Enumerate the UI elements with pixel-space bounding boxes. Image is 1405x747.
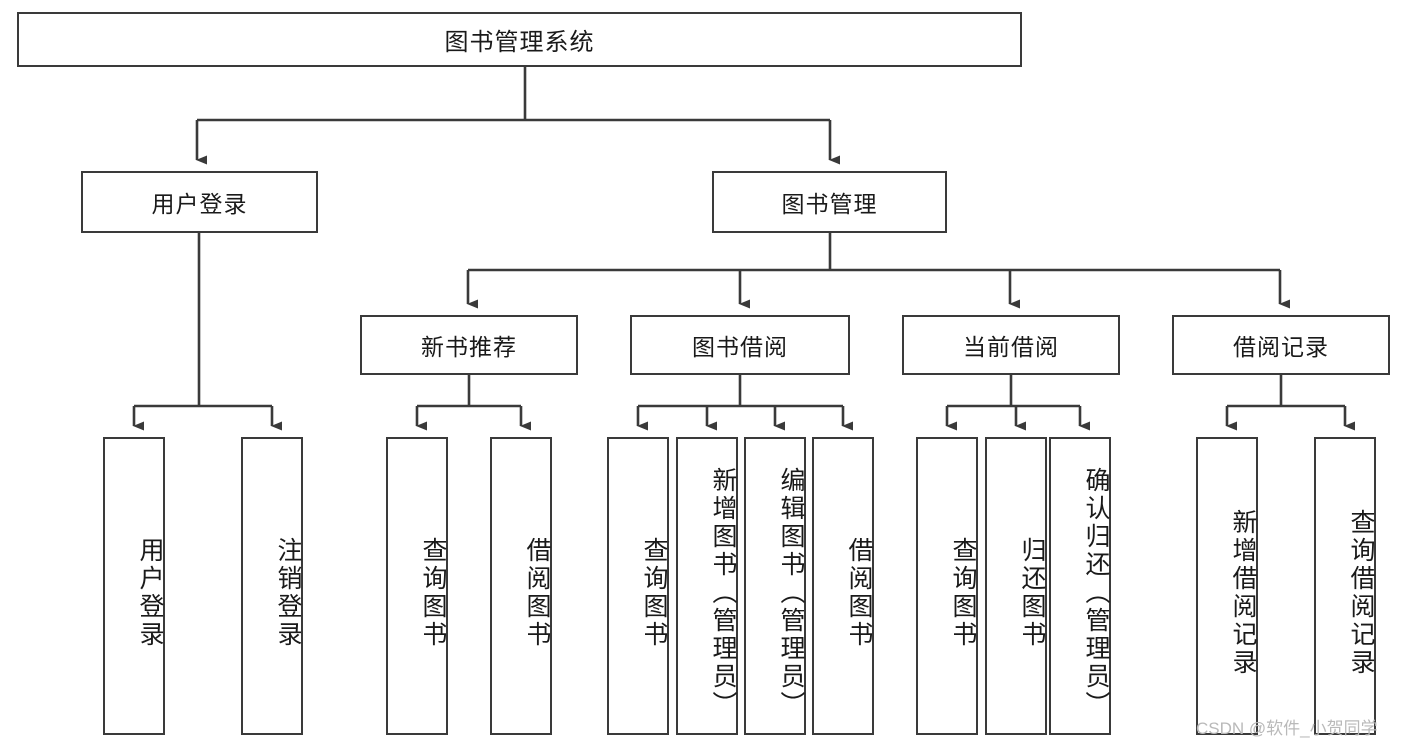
node-book-management[interactable]: 图书管理 — [712, 171, 947, 233]
leaf-record-query-record[interactable]: 查询借阅记录 — [1314, 437, 1376, 735]
node-book-borrow[interactable]: 图书借阅 — [630, 315, 850, 375]
leaf-current-confirm-return-admin[interactable]: 确认归还（管理员） — [1049, 437, 1111, 735]
leaf-borrow-edit-book-admin[interactable]: 编辑图书（管理员） — [744, 437, 806, 735]
node-new-book-recommend[interactable]: 新书推荐 — [360, 315, 578, 375]
node-user-login[interactable]: 用户登录 — [81, 171, 318, 233]
leaf-current-query-book[interactable]: 查询图书 — [916, 437, 978, 735]
leaf-current-return-book[interactable]: 归还图书 — [985, 437, 1047, 735]
leaf-borrow-query-book[interactable]: 查询图书 — [607, 437, 669, 735]
node-borrow-record[interactable]: 借阅记录 — [1172, 315, 1390, 375]
leaf-borrow-add-book-admin[interactable]: 新增图书（管理员） — [676, 437, 738, 735]
leaf-user-login-signout[interactable]: 注销登录 — [241, 437, 303, 735]
node-root-system[interactable]: 图书管理系统 — [17, 12, 1022, 67]
leaf-record-add-record[interactable]: 新增借阅记录 — [1196, 437, 1258, 735]
leaf-borrow-borrow-book[interactable]: 借阅图书 — [812, 437, 874, 735]
node-current-borrow[interactable]: 当前借阅 — [902, 315, 1120, 375]
leaf-recommend-query-book[interactable]: 查询图书 — [386, 437, 448, 735]
leaf-recommend-borrow-book[interactable]: 借阅图书 — [490, 437, 552, 735]
csdn-watermark: CSDN @软件_小贺同学 — [1196, 719, 1378, 738]
leaf-user-login-signin[interactable]: 用户登录 — [103, 437, 165, 735]
